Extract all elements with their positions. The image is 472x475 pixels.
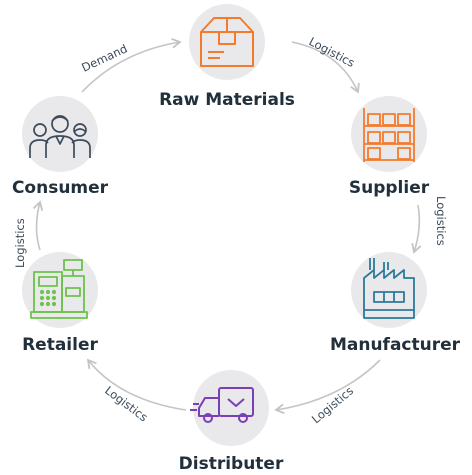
arrow-manufacturer-to-distributer: [274, 359, 381, 415]
arrow-retailer-to-consumer: [33, 200, 44, 251]
node-label-consumer: Consumer: [12, 178, 109, 198]
edge-label-logistics-3: Logistics: [309, 384, 356, 427]
node-distributer: Distributer: [179, 370, 284, 474]
edge-label-logistics-2: Logistics: [434, 196, 448, 246]
edge-label-logistics-4: Logistics: [102, 383, 150, 424]
node-supplier: Supplier: [349, 96, 430, 198]
warehouse-shelves-icon: [363, 108, 415, 162]
arrow-supplier-to-manufacturer: [411, 204, 422, 254]
node-label-distributer: Distributer: [179, 454, 284, 474]
node-manufacturer: Manufacturer: [330, 252, 461, 355]
node-label-retailer: Retailer: [22, 335, 98, 355]
node-consumer: Consumer: [12, 96, 109, 198]
arrow-raw-materials-to-supplier: [291, 41, 360, 94]
edge-label-demand: Demand: [79, 41, 129, 74]
node-raw-materials: Raw Materials: [159, 4, 295, 110]
people-group-icon: [29, 115, 91, 158]
delivery-truck-icon: [190, 387, 254, 423]
node-label-supplier: Supplier: [349, 178, 430, 198]
box-icon: [200, 17, 254, 67]
arrow-distributer-to-retailer: [86, 358, 187, 411]
node-label-manufacturer: Manufacturer: [330, 335, 461, 355]
factory-icon: [363, 258, 415, 319]
cash-register-icon: [30, 259, 88, 319]
edge-label-logistics-1: Logistics: [307, 34, 358, 70]
node-label-raw-materials: Raw Materials: [159, 90, 295, 110]
node-retailer: Retailer: [22, 252, 99, 355]
arrow-consumer-to-raw-materials: [81, 38, 182, 93]
edge-label-logistics-5: Logistics: [13, 218, 27, 268]
